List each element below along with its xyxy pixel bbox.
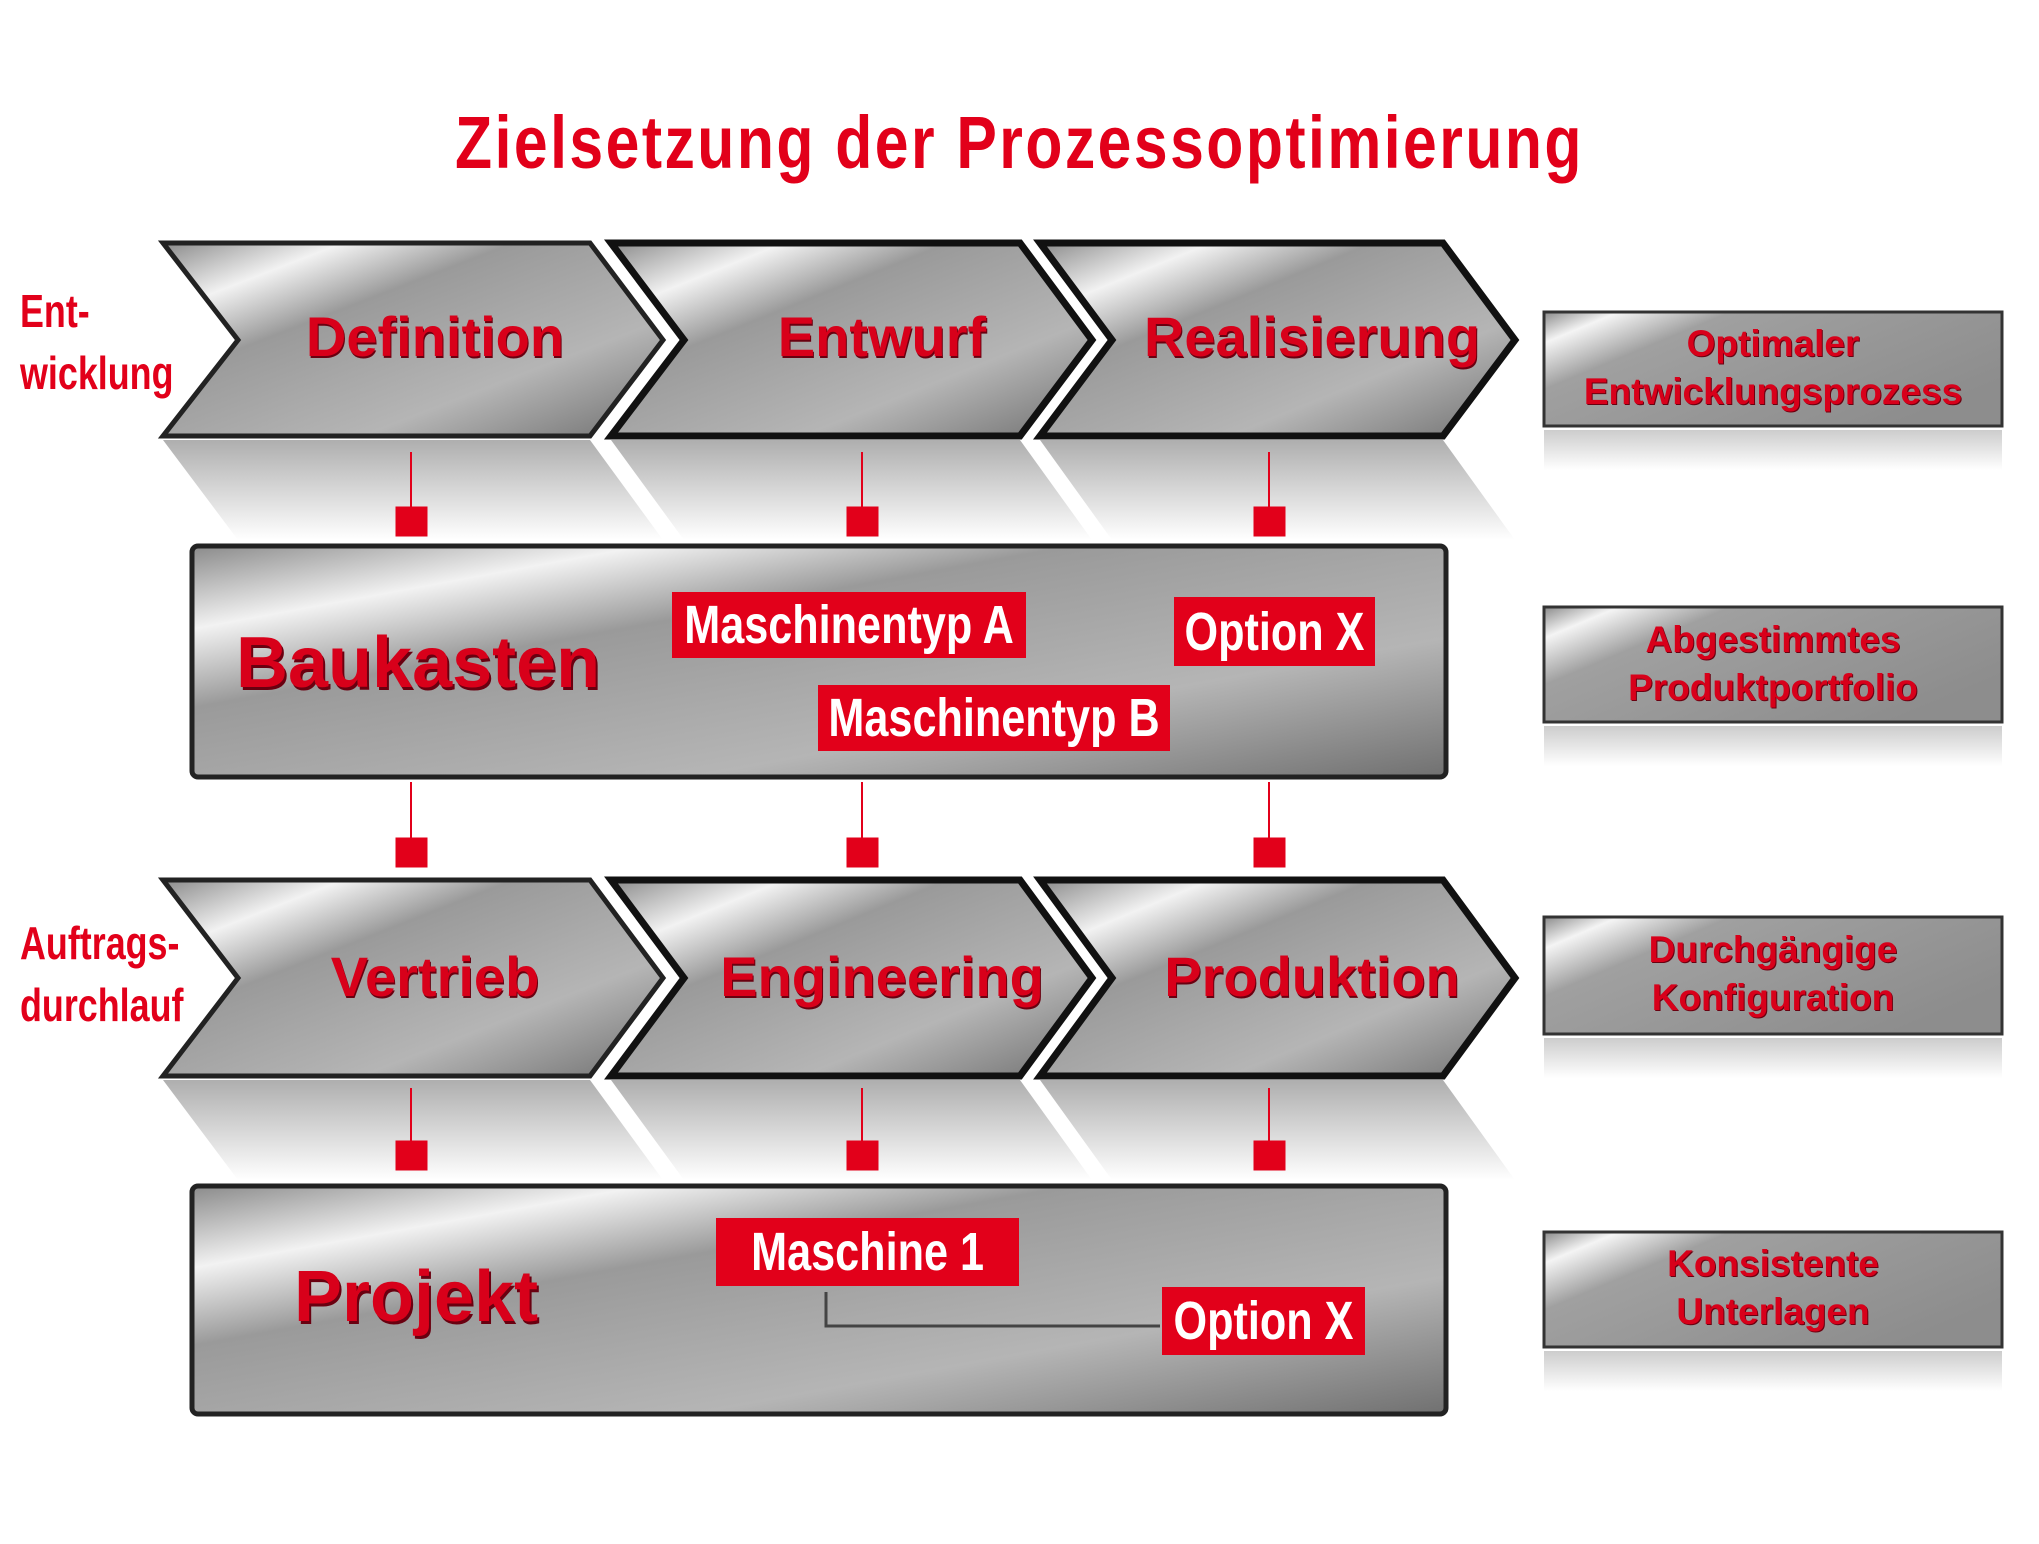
goal-durchgaengige-konfiguration: Durchgängige Konfiguration <box>1544 926 2002 1022</box>
step-definition: Definition <box>305 305 565 368</box>
step-entwurf: Entwurf <box>777 305 987 368</box>
goal-line: Konfiguration <box>1651 977 1895 1018</box>
connectors <box>395 452 1286 1171</box>
chevron-definition <box>157 240 667 439</box>
chevron-realisierung <box>1033 239 1520 440</box>
goal-boxes <box>1542 310 2004 1391</box>
tag-text: Option X <box>1184 601 1365 662</box>
row1-label-line1: Ent- <box>20 285 90 337</box>
chevron-reflection <box>611 1080 1092 1180</box>
baukasten-label: Baukasten <box>236 623 601 703</box>
projekt-label: Projekt <box>294 1257 539 1337</box>
chevron-vertrieb <box>157 877 667 1079</box>
row2-label: Auftrags- durchlauf <box>20 912 183 1036</box>
tag-text: Option X <box>1173 1291 1354 1351</box>
goal-line: Durchgängige <box>1648 929 1898 970</box>
goal-konsistente-unterlagen: Konsistente Unterlagen <box>1544 1240 2002 1336</box>
goal-line: Unterlagen <box>1676 1291 1870 1332</box>
tag-option-x: Option X <box>1174 597 1375 666</box>
chevron-reflection <box>611 440 1092 540</box>
row1-label: Ent- wicklung <box>20 280 174 404</box>
chevron-reflection <box>163 440 663 540</box>
step-produktion: Produktion <box>1164 945 1460 1008</box>
row2-label-line2: durchlauf <box>20 979 184 1031</box>
maschine-option-link <box>824 1292 1160 1328</box>
goal-line: Entwicklungsprozess <box>1583 371 1963 412</box>
chevron-reflection <box>1040 1080 1515 1180</box>
goal-line: Produktportfolio <box>1628 667 1918 708</box>
row1-chevrons <box>157 239 1520 540</box>
tag-text: Maschinentyp B <box>828 688 1160 748</box>
chevron-reflection <box>163 1080 663 1180</box>
tag-maschinentyp-a: Maschinentyp A <box>672 592 1026 658</box>
row2-chevrons <box>157 876 1520 1180</box>
row2-label-line1: Auftrags- <box>20 917 180 969</box>
tag-maschinentyp-b: Maschinentyp B <box>818 685 1170 751</box>
step-engineering: Engineering <box>720 945 1044 1008</box>
goal-line: Konsistente <box>1667 1243 1879 1284</box>
projekt-box <box>189 1183 1449 1417</box>
tag-text: Maschinentyp A <box>684 595 1014 655</box>
step-realisierung: Realisierung <box>1143 305 1481 368</box>
tag-text: Maschine 1 <box>751 1222 984 1282</box>
goal-abgestimmtes-produktportfolio: Abgestimmtes Produktportfolio <box>1544 616 2002 712</box>
tag-maschine-1: Maschine 1 <box>716 1218 1019 1286</box>
page-title: Zielsetzung der Prozessoptimierung <box>455 101 1584 184</box>
goal-optimaler-entwicklungsprozess: Optimaler Entwicklungsprozess <box>1544 320 2002 416</box>
goal-line: Abgestimmtes <box>1645 619 1901 660</box>
goal-line: Optimaler <box>1686 323 1860 364</box>
row1-label-line2: wicklung <box>20 347 174 399</box>
chevron-engineering <box>604 876 1097 1080</box>
chevron-reflection <box>1040 440 1515 540</box>
tag-option-x-projekt: Option X <box>1162 1287 1365 1355</box>
chevron-produktion <box>1033 876 1520 1080</box>
chevron-entwurf <box>603 239 1097 440</box>
step-vertrieb: Vertrieb <box>330 945 540 1008</box>
